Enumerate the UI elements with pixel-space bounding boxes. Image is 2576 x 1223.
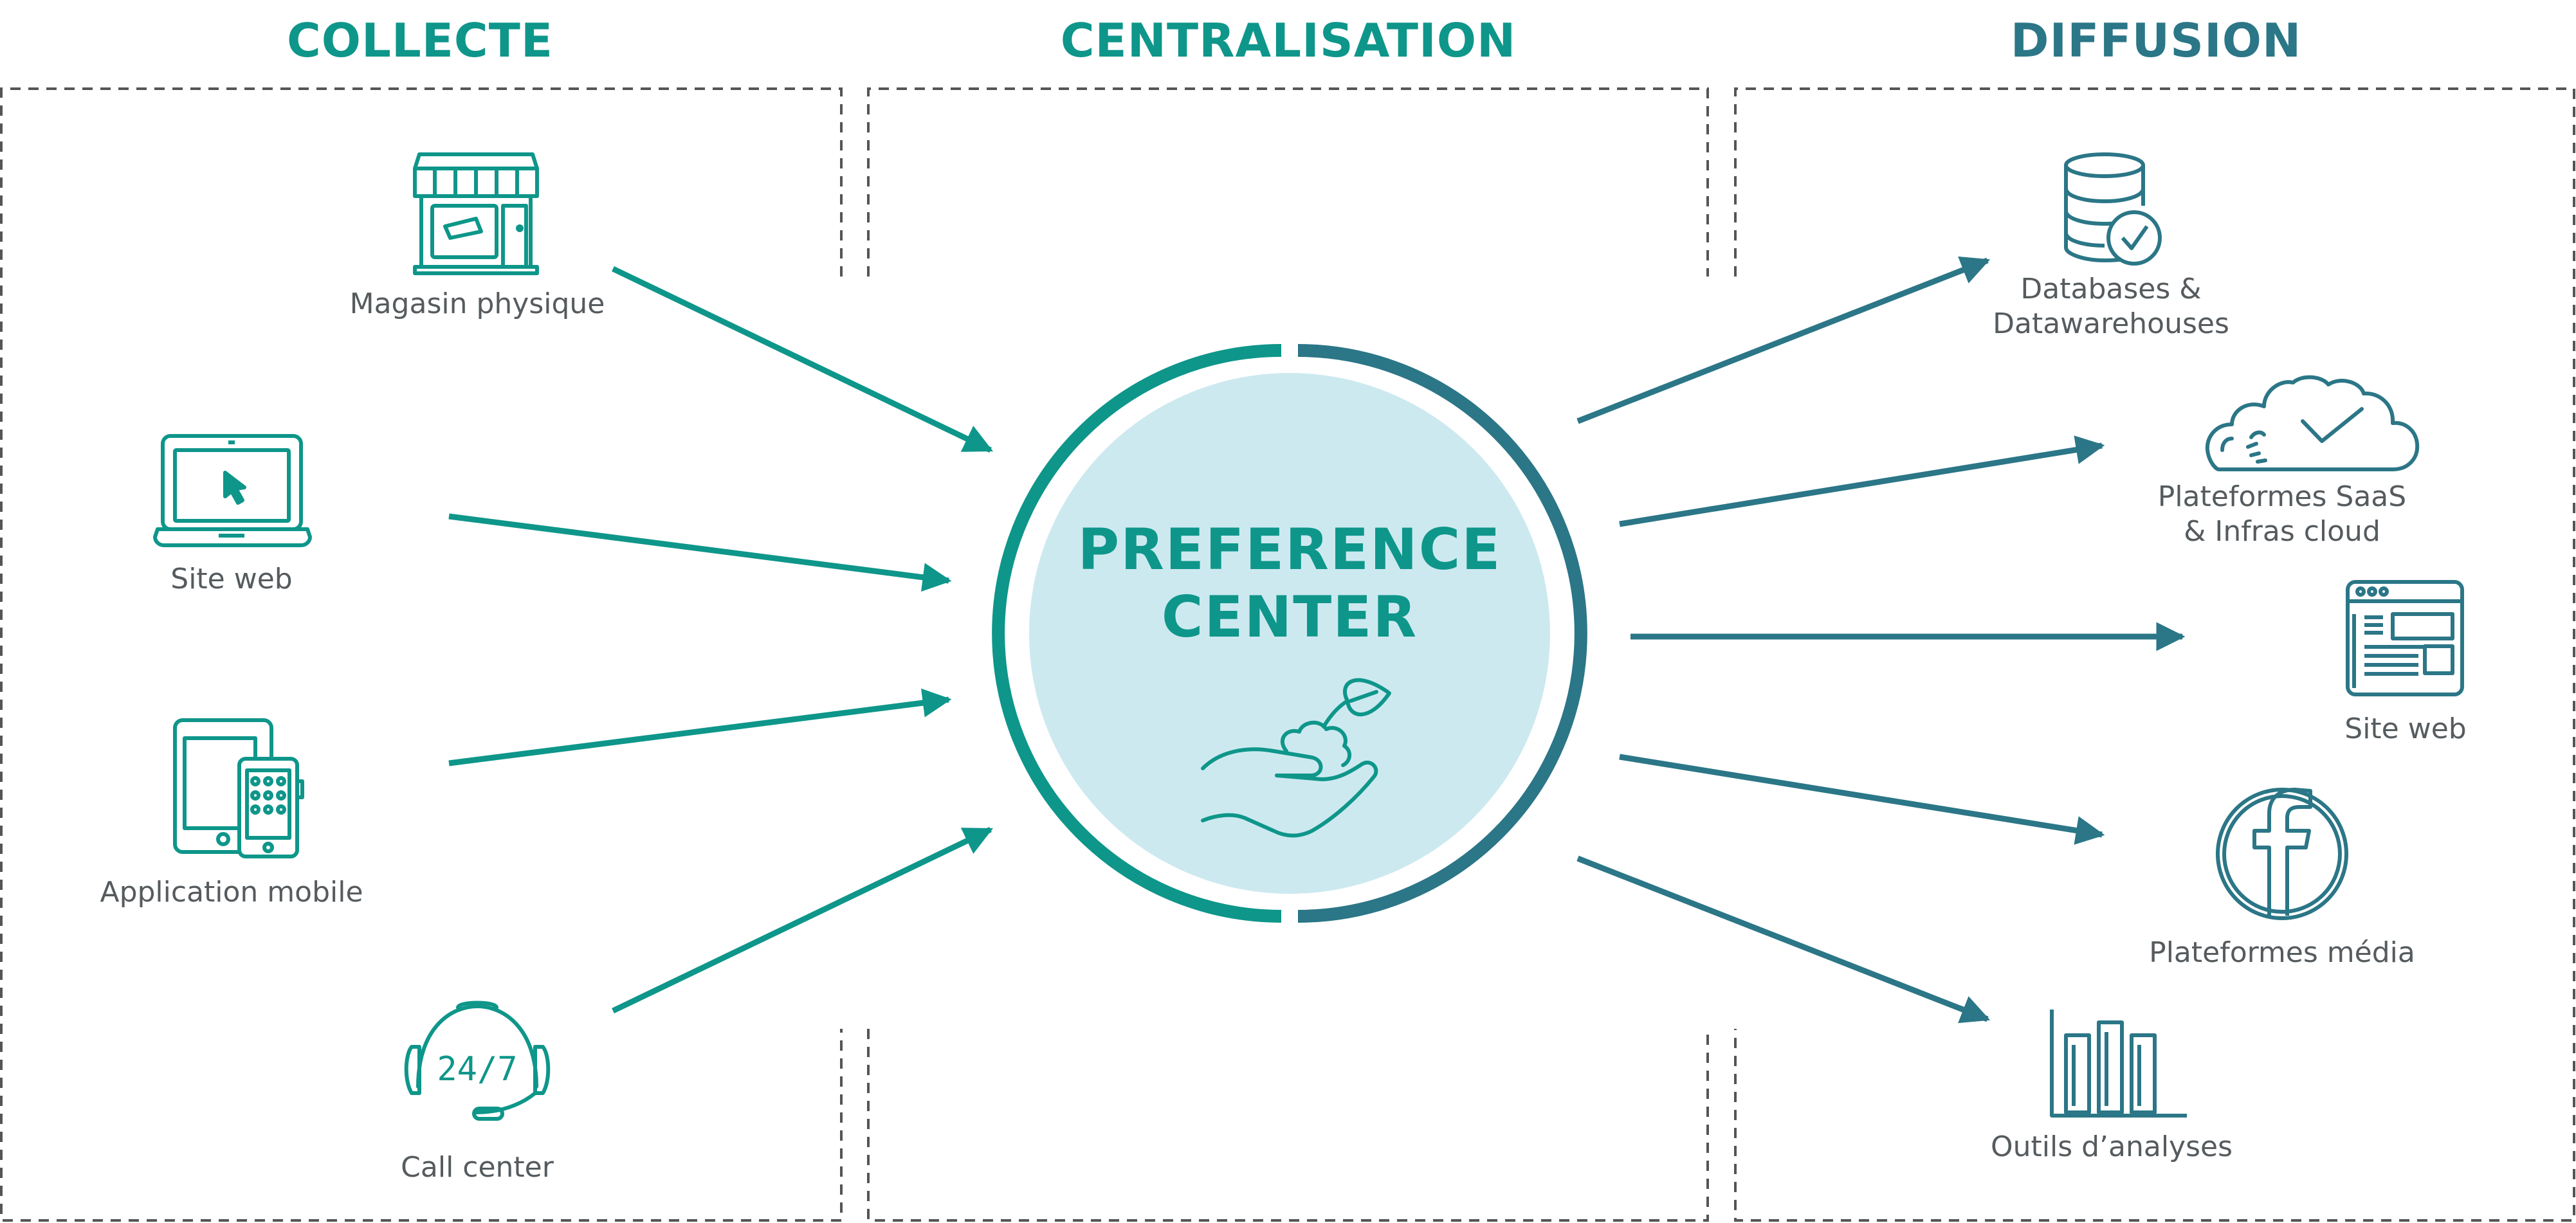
destination-label-line1: Databases & (2020, 273, 2201, 305)
center-ring-right (1297, 344, 1587, 923)
arrow-to-analyses (1576, 855, 1991, 1024)
source-site-web: Site web (153, 434, 312, 595)
incoming-arrows (448, 266, 994, 1014)
headset-24-7-icon (404, 1001, 551, 1121)
frame-centralisation-bottom (867, 1029, 1709, 1222)
arrow-from-application (448, 688, 952, 766)
source-magasin-physique: Magasin physique (350, 152, 605, 320)
arrow-from-site-web (448, 513, 952, 592)
arrow-from-magasin (612, 266, 994, 453)
bar-chart-icon (2050, 1010, 2187, 1118)
outgoing-arrows (1576, 256, 2186, 1024)
laptop-icon (153, 434, 312, 547)
destination-saas-cloud: Plateformes SaaS & Infras cloud (2158, 375, 2420, 548)
destination-label-line2: Datawarehouses (1993, 307, 2229, 340)
cloud-check-icon (2205, 375, 2420, 471)
store-icon (413, 152, 539, 275)
destination-label-line2: & Infras cloud (2184, 515, 2380, 548)
destination-label: Plateformes média (2149, 936, 2415, 969)
arrow-from-call-center (612, 826, 994, 1014)
destination-label: Site web (2344, 712, 2466, 745)
section-title-diffusion: DIFFUSION (2011, 14, 2302, 68)
source-application-mobile: Application mobile (100, 718, 363, 909)
arrow-to-saas (1619, 435, 2105, 527)
center-inner-disc (1029, 373, 1550, 894)
source-call-center: 24/7 Call center (401, 1001, 554, 1184)
arrow-to-databases (1576, 256, 1991, 424)
database-check-icon (2064, 152, 2162, 266)
center-title-line2: CENTER (1162, 584, 1418, 650)
destination-label-line1: Plateformes SaaS (2158, 480, 2406, 513)
browser-window-icon (2346, 580, 2464, 696)
section-title-collecte: COLLECTE (287, 14, 553, 68)
source-label: Site web (170, 563, 292, 595)
destination-site-web: Site web (2344, 580, 2467, 745)
destination-databases: Databases & Datawarehouses (1993, 152, 2229, 340)
section-title-centralisation: CENTRALISATION (1061, 14, 1517, 68)
arrow-to-media (1619, 754, 2105, 845)
facebook-icon (2216, 788, 2348, 920)
call-center-badge: 24/7 (437, 1050, 517, 1089)
frame-collecte (0, 87, 843, 1222)
source-label: Call center (401, 1151, 554, 1184)
mobile-devices-icon (173, 718, 304, 858)
destination-plateformes-media: Plateformes média (2149, 788, 2415, 969)
frame-centralisation-top (867, 87, 1709, 276)
source-label: Application mobile (100, 876, 363, 909)
destination-label: Outils d’analyses (1991, 1130, 2233, 1163)
hand-holding-plant-icon (1201, 678, 1391, 838)
destination-outils-analyses: Outils d’analyses (1991, 1010, 2233, 1163)
center-ring-left (992, 344, 1282, 923)
center-title-line1: PREFERENCE (1078, 516, 1502, 583)
section-frames (0, 87, 2575, 1222)
source-label: Magasin physique (350, 287, 605, 320)
frame-diffusion (1734, 87, 2575, 1222)
preference-center: PREFERENCE CENTER (992, 344, 1587, 923)
